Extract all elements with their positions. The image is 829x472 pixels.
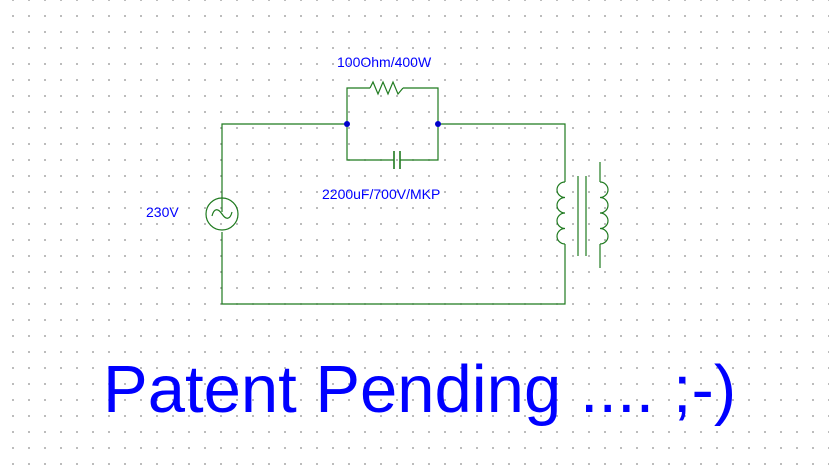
resistor-symbol (369, 80, 404, 96)
ac-source-symbol (205, 197, 239, 231)
patent-pending-title: Patent Pending .... ;-) (103, 352, 737, 427)
wire-parallel-lower (346, 124, 439, 161)
resistor-label: 100Ohm/400W (337, 54, 432, 70)
junction-right (435, 121, 441, 127)
wire-top-left (221, 123, 347, 212)
capacitor-symbol (393, 151, 401, 169)
wire-top-right (438, 123, 566, 182)
junction-left (344, 121, 350, 127)
wires (221, 87, 566, 305)
junctions (344, 121, 441, 127)
source-voltage-label: 230V (146, 204, 179, 220)
transformer-symbol (556, 162, 609, 268)
capacitor-label: 2200uF/700V/MKP (322, 186, 441, 202)
wire-parallel-upper (346, 87, 439, 124)
wire-bottom (221, 232, 566, 305)
